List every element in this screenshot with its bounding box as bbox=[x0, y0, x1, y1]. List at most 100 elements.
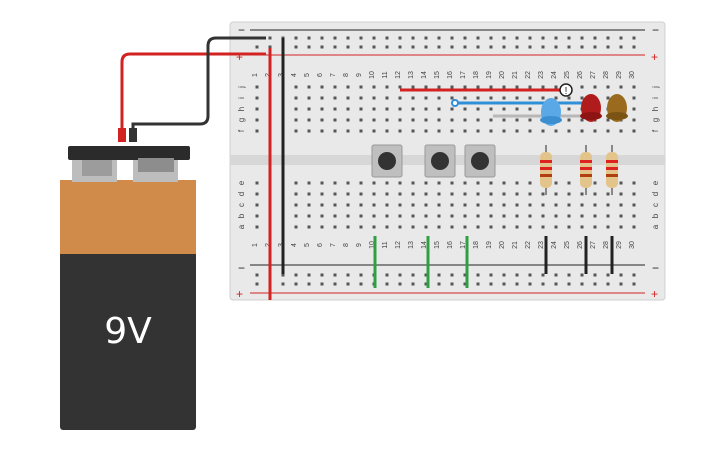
breadboard-hole[interactable] bbox=[385, 225, 389, 229]
breadboard-hole[interactable] bbox=[528, 45, 532, 49]
breadboard-hole[interactable] bbox=[593, 181, 597, 185]
breadboard-hole[interactable] bbox=[515, 129, 519, 133]
breadboard-hole[interactable] bbox=[632, 181, 636, 185]
warning-marker[interactable]: ! bbox=[559, 83, 573, 97]
breadboard-hole[interactable] bbox=[554, 129, 558, 133]
breadboard-hole[interactable] bbox=[255, 181, 259, 185]
breadboard-hole[interactable] bbox=[450, 181, 454, 185]
breadboard-hole[interactable] bbox=[632, 107, 636, 111]
breadboard-hole[interactable] bbox=[476, 118, 480, 122]
breadboard-hole[interactable] bbox=[398, 273, 402, 277]
breadboard-hole[interactable] bbox=[359, 192, 363, 196]
breadboard-hole[interactable] bbox=[424, 192, 428, 196]
breadboard-hole[interactable] bbox=[346, 129, 350, 133]
breadboard-hole[interactable] bbox=[489, 118, 493, 122]
breadboard-hole[interactable] bbox=[463, 214, 467, 218]
breadboard-hole[interactable] bbox=[463, 85, 467, 89]
breadboard-hole[interactable] bbox=[476, 192, 480, 196]
breadboard-hole[interactable] bbox=[489, 214, 493, 218]
breadboard-hole[interactable] bbox=[554, 214, 558, 218]
breadboard-hole[interactable] bbox=[398, 282, 402, 286]
breadboard-hole[interactable] bbox=[372, 45, 376, 49]
breadboard-hole[interactable] bbox=[619, 282, 623, 286]
breadboard-hole[interactable] bbox=[333, 36, 337, 40]
breadboard-hole[interactable] bbox=[333, 214, 337, 218]
breadboard-hole[interactable] bbox=[333, 129, 337, 133]
breadboard-hole[interactable] bbox=[528, 273, 532, 277]
breadboard-hole[interactable] bbox=[333, 192, 337, 196]
breadboard-hole[interactable] bbox=[411, 282, 415, 286]
breadboard-hole[interactable] bbox=[476, 96, 480, 100]
breadboard-hole[interactable] bbox=[515, 85, 519, 89]
breadboard-hole[interactable] bbox=[567, 45, 571, 49]
breadboard-hole[interactable] bbox=[320, 107, 324, 111]
breadboard-hole[interactable] bbox=[359, 214, 363, 218]
breadboard-hole[interactable] bbox=[567, 118, 571, 122]
breadboard-hole[interactable] bbox=[476, 225, 480, 229]
breadboard-hole[interactable] bbox=[333, 118, 337, 122]
breadboard-hole[interactable] bbox=[359, 225, 363, 229]
breadboard-hole[interactable] bbox=[437, 282, 441, 286]
breadboard-hole[interactable] bbox=[385, 36, 389, 40]
breadboard-hole[interactable] bbox=[372, 225, 376, 229]
pushbutton-2[interactable] bbox=[424, 144, 456, 178]
breadboard-hole[interactable] bbox=[489, 192, 493, 196]
breadboard-hole[interactable] bbox=[502, 129, 506, 133]
breadboard-hole[interactable] bbox=[346, 203, 350, 207]
breadboard-hole[interactable] bbox=[463, 225, 467, 229]
breadboard-hole[interactable] bbox=[372, 181, 376, 185]
breadboard-hole[interactable] bbox=[593, 214, 597, 218]
breadboard-hole[interactable] bbox=[424, 203, 428, 207]
breadboard-hole[interactable] bbox=[528, 192, 532, 196]
breadboard-hole[interactable] bbox=[489, 36, 493, 40]
breadboard-hole[interactable] bbox=[450, 107, 454, 111]
breadboard-hole[interactable] bbox=[320, 36, 324, 40]
breadboard-hole[interactable] bbox=[307, 273, 311, 277]
breadboard-hole[interactable] bbox=[346, 273, 350, 277]
breadboard-hole[interactable] bbox=[268, 45, 272, 49]
breadboard-hole[interactable] bbox=[424, 282, 428, 286]
breadboard-hole[interactable] bbox=[541, 45, 545, 49]
breadboard-hole[interactable] bbox=[346, 192, 350, 196]
breadboard-hole[interactable] bbox=[411, 181, 415, 185]
breadboard-hole[interactable] bbox=[333, 107, 337, 111]
breadboard-hole[interactable] bbox=[307, 36, 311, 40]
breadboard-hole[interactable] bbox=[346, 96, 350, 100]
breadboard-hole[interactable] bbox=[372, 85, 376, 89]
breadboard-hole[interactable] bbox=[567, 282, 571, 286]
breadboard-hole[interactable] bbox=[528, 96, 532, 100]
breadboard-hole[interactable] bbox=[606, 282, 610, 286]
breadboard-hole[interactable] bbox=[437, 107, 441, 111]
breadboard-hole[interactable] bbox=[346, 282, 350, 286]
breadboard-hole[interactable] bbox=[567, 203, 571, 207]
breadboard-hole[interactable] bbox=[632, 282, 636, 286]
breadboard-hole[interactable] bbox=[437, 85, 441, 89]
breadboard-hole[interactable] bbox=[489, 107, 493, 111]
breadboard-hole[interactable] bbox=[567, 129, 571, 133]
breadboard-hole[interactable] bbox=[320, 181, 324, 185]
breadboard-hole[interactable] bbox=[489, 96, 493, 100]
breadboard-hole[interactable] bbox=[411, 273, 415, 277]
breadboard-hole[interactable] bbox=[619, 181, 623, 185]
led-red[interactable] bbox=[580, 94, 602, 122]
breadboard-hole[interactable] bbox=[411, 36, 415, 40]
breadboard-hole[interactable] bbox=[281, 282, 285, 286]
breadboard-hole[interactable] bbox=[632, 273, 636, 277]
breadboard-hole[interactable] bbox=[411, 45, 415, 49]
breadboard-hole[interactable] bbox=[424, 273, 428, 277]
breadboard-hole[interactable] bbox=[515, 96, 519, 100]
breadboard-hole[interactable] bbox=[528, 214, 532, 218]
breadboard-hole[interactable] bbox=[437, 203, 441, 207]
breadboard-hole[interactable] bbox=[320, 96, 324, 100]
breadboard-hole[interactable] bbox=[411, 203, 415, 207]
breadboard-hole[interactable] bbox=[255, 225, 259, 229]
breadboard-hole[interactable] bbox=[463, 118, 467, 122]
breadboard-hole[interactable] bbox=[463, 203, 467, 207]
breadboard-hole[interactable] bbox=[385, 203, 389, 207]
breadboard-hole[interactable] bbox=[268, 36, 272, 40]
breadboard-hole[interactable] bbox=[606, 36, 610, 40]
breadboard-hole[interactable] bbox=[307, 118, 311, 122]
breadboard-hole[interactable] bbox=[606, 192, 610, 196]
breadboard-hole[interactable] bbox=[359, 203, 363, 207]
breadboard-hole[interactable] bbox=[385, 273, 389, 277]
